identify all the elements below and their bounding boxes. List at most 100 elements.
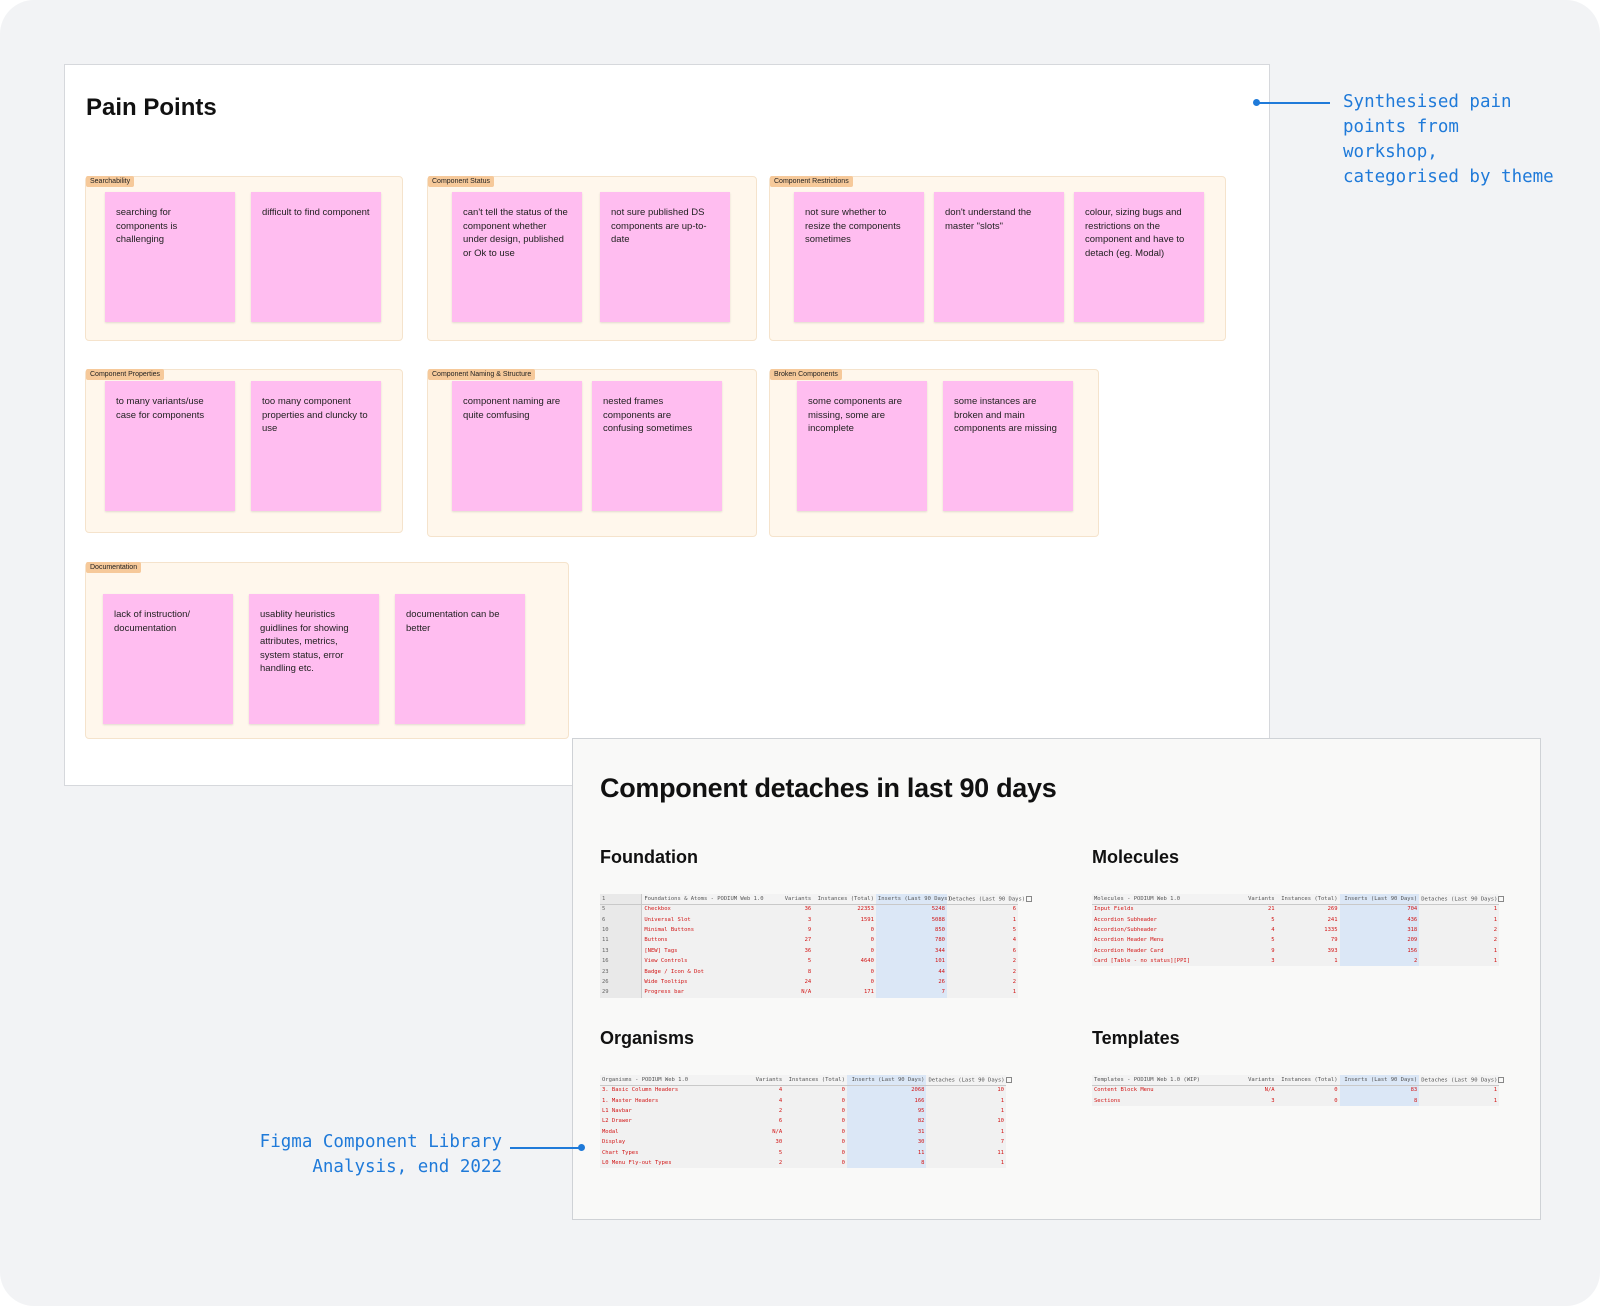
table-cell[interactable]: 22353 bbox=[813, 904, 876, 915]
table-cell[interactable]: 5 bbox=[1234, 914, 1277, 925]
table-cell[interactable]: 7 bbox=[926, 1136, 1006, 1148]
table-cell[interactable]: 2 bbox=[1419, 924, 1499, 936]
table-cell[interactable]: 9 bbox=[775, 924, 814, 936]
sticky-note[interactable]: nested frames components are confusing s… bbox=[592, 381, 722, 511]
table-cell[interactable]: 209 bbox=[1339, 935, 1420, 946]
table-cell[interactable]: 2 bbox=[946, 966, 1018, 977]
table-cell[interactable]: 318 bbox=[1339, 924, 1420, 936]
table-cell[interactable]: 0 bbox=[784, 1136, 847, 1148]
table-cell[interactable]: 4 bbox=[946, 935, 1018, 946]
table-cell[interactable]: Sections bbox=[1092, 1095, 1235, 1106]
table-cell[interactable]: 1591 bbox=[813, 914, 876, 925]
table-cell[interactable]: 2 bbox=[1419, 935, 1499, 946]
table-cell[interactable]: 1 bbox=[1276, 955, 1340, 967]
table-cell[interactable]: 2 bbox=[1339, 955, 1420, 967]
table-cell[interactable]: 2 bbox=[742, 1157, 785, 1169]
table-cell[interactable]: N/A bbox=[742, 1126, 785, 1137]
sticky-note[interactable]: don't understand the master "slots" bbox=[934, 192, 1064, 322]
column-header[interactable]: Instances (Total) bbox=[813, 894, 876, 905]
sticky-note[interactable]: not sure published DS components are up-… bbox=[600, 192, 730, 322]
table-cell[interactable]: 7 bbox=[875, 987, 947, 998]
table-cell[interactable]: Modal bbox=[600, 1126, 743, 1137]
table-cell[interactable]: 0 bbox=[784, 1085, 847, 1096]
table-cell[interactable]: 4 bbox=[742, 1085, 785, 1096]
filter-dropdown-icon[interactable] bbox=[1026, 895, 1033, 902]
table-cell[interactable]: 3 bbox=[775, 914, 814, 925]
table-cell[interactable]: L2 Drawer bbox=[600, 1116, 743, 1127]
column-header[interactable]: Inserts (Last 90 Days) bbox=[1339, 894, 1420, 905]
table-cell[interactable]: 1 bbox=[946, 914, 1018, 925]
table-cell[interactable]: 79 bbox=[1276, 935, 1340, 946]
column-header[interactable]: Foundations & Atoms - PODIUM Web 1.0 bbox=[641, 894, 776, 905]
table-cell[interactable]: 0 bbox=[813, 966, 876, 977]
table-cell[interactable]: 780 bbox=[875, 935, 947, 946]
table-cell[interactable]: 3 bbox=[1234, 1095, 1277, 1106]
table-cell[interactable]: 2 bbox=[946, 955, 1018, 967]
table-cell[interactable]: Display bbox=[600, 1136, 743, 1148]
filter-dropdown-icon[interactable] bbox=[1005, 1076, 1012, 1083]
table-cell[interactable]: 8 bbox=[846, 1157, 927, 1169]
column-header[interactable]: Molecules - PODIUM Web 1.0 bbox=[1092, 894, 1235, 905]
table-cell[interactable]: 1 bbox=[1419, 1095, 1499, 1106]
table-cell[interactable]: 0 bbox=[784, 1105, 847, 1117]
table-cell[interactable]: 13 bbox=[600, 945, 643, 956]
table-cell[interactable]: Buttons bbox=[641, 935, 776, 946]
column-header[interactable]: Inserts (Last 90 Days) bbox=[875, 894, 951, 905]
table-cell[interactable]: Wide Tooltips bbox=[641, 976, 776, 988]
table-cell[interactable]: [NEW] Tags bbox=[641, 945, 776, 956]
table-cell[interactable]: 0 bbox=[784, 1116, 847, 1127]
column-header[interactable]: Variants bbox=[742, 1075, 785, 1086]
table-cell[interactable]: 95 bbox=[846, 1105, 927, 1117]
table-cell[interactable]: Accordion Subheader bbox=[1092, 914, 1235, 925]
table-cell[interactable]: 1335 bbox=[1276, 924, 1340, 936]
table-cell[interactable]: Accordion Header Card bbox=[1092, 945, 1235, 956]
table-cell[interactable]: 31 bbox=[846, 1126, 927, 1137]
table-cell[interactable]: 1 bbox=[926, 1105, 1006, 1117]
table-cell[interactable]: 10 bbox=[926, 1085, 1006, 1096]
column-header[interactable]: Variants bbox=[775, 894, 814, 905]
table-cell[interactable]: 8 bbox=[1339, 1095, 1420, 1106]
table-cell[interactable]: 30 bbox=[846, 1136, 927, 1148]
table-cell[interactable]: 9 bbox=[1234, 945, 1277, 956]
sticky-note[interactable]: to many variants/use case for components bbox=[105, 381, 235, 511]
table-cell[interactable]: 6 bbox=[742, 1116, 785, 1127]
sticky-note[interactable]: searching for components is challenging bbox=[105, 192, 235, 322]
column-header[interactable]: 1 bbox=[600, 894, 643, 905]
table-cell[interactable]: 0 bbox=[813, 935, 876, 946]
table-cell[interactable]: 23 bbox=[600, 966, 643, 977]
column-header[interactable]: Variants bbox=[1234, 1075, 1277, 1086]
table-cell[interactable]: 850 bbox=[875, 924, 947, 936]
sticky-note[interactable]: usablity heuristics guidlines for showin… bbox=[249, 594, 379, 724]
table-cell[interactable]: N/A bbox=[775, 987, 814, 998]
column-header[interactable]: Detaches (Last 90 Days) bbox=[926, 1075, 1012, 1086]
table-cell[interactable]: 5088 bbox=[875, 914, 947, 925]
table-cell[interactable]: 6 bbox=[946, 904, 1018, 915]
table-cell[interactable]: 44 bbox=[875, 966, 947, 977]
table-cell[interactable]: N/A bbox=[1234, 1085, 1277, 1096]
table-cell[interactable]: Minimal Buttons bbox=[641, 924, 776, 936]
column-header[interactable]: Variants bbox=[1234, 894, 1277, 905]
table-cell[interactable]: 4640 bbox=[813, 955, 876, 967]
table-cell[interactable]: 5 bbox=[775, 955, 814, 967]
table-cell[interactable]: 26 bbox=[600, 976, 643, 988]
table-cell[interactable]: Accordion/Subheader bbox=[1092, 924, 1235, 936]
table-cell[interactable]: 166 bbox=[846, 1095, 927, 1106]
table-cell[interactable]: Accordion Header Menu bbox=[1092, 935, 1235, 946]
sticky-note[interactable]: some components are missing, some are in… bbox=[797, 381, 927, 511]
sticky-note[interactable]: lack of instruction/ documentation bbox=[103, 594, 233, 724]
table-cell[interactable]: 1 bbox=[926, 1126, 1006, 1137]
table-cell[interactable]: 36 bbox=[775, 945, 814, 956]
table-cell[interactable]: 27 bbox=[775, 935, 814, 946]
table-cell[interactable]: 0 bbox=[784, 1157, 847, 1169]
table-cell[interactable]: 1 bbox=[926, 1095, 1006, 1106]
table-cell[interactable]: 36 bbox=[775, 904, 814, 915]
column-header[interactable]: Detaches (Last 90 Days) bbox=[1419, 1075, 1505, 1086]
table-cell[interactable]: 24 bbox=[775, 976, 814, 988]
table-cell[interactable]: 21 bbox=[1234, 904, 1277, 915]
table-cell[interactable]: 0 bbox=[813, 945, 876, 956]
table-cell[interactable]: 26 bbox=[875, 976, 947, 988]
column-header[interactable]: Instances (Total) bbox=[1276, 894, 1340, 905]
table-cell[interactable]: 82 bbox=[846, 1116, 927, 1127]
table-cell[interactable]: 4 bbox=[742, 1095, 785, 1106]
table-cell[interactable]: 11 bbox=[926, 1147, 1006, 1158]
